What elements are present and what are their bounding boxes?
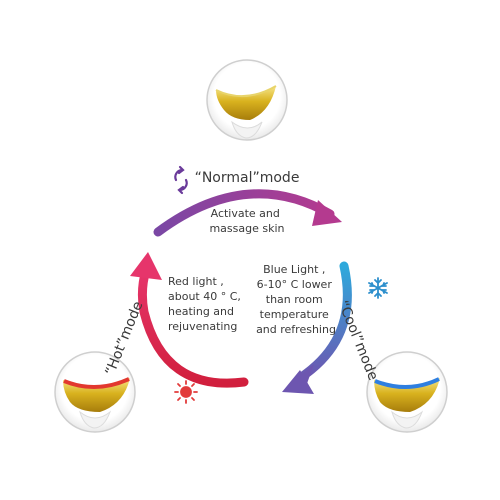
- cool-mode-description: Blue Light , 6-10° C lower than room tem…: [256, 263, 336, 336]
- cool-mode-title: “Cool”mode: [334, 298, 380, 382]
- snowflake-icon: [368, 277, 388, 299]
- arrow-cool: [282, 261, 352, 394]
- device-image-normal: [206, 59, 288, 141]
- hot-mode-description: Red light , about 40 ° C, heating and re…: [168, 275, 244, 333]
- normal-mode-description: Activate and massage skin: [209, 207, 284, 235]
- normal-mode-title: “Normal”mode: [195, 170, 300, 186]
- blue-light-band: [374, 377, 440, 390]
- red-light-band: [63, 377, 130, 390]
- device-image-hot: [54, 351, 136, 433]
- device-image-cool: [366, 351, 448, 433]
- arrow-normal: [153, 189, 342, 237]
- cycle-icon: [174, 165, 188, 195]
- sun-icon: [174, 380, 198, 404]
- arrow-hot: [130, 252, 249, 388]
